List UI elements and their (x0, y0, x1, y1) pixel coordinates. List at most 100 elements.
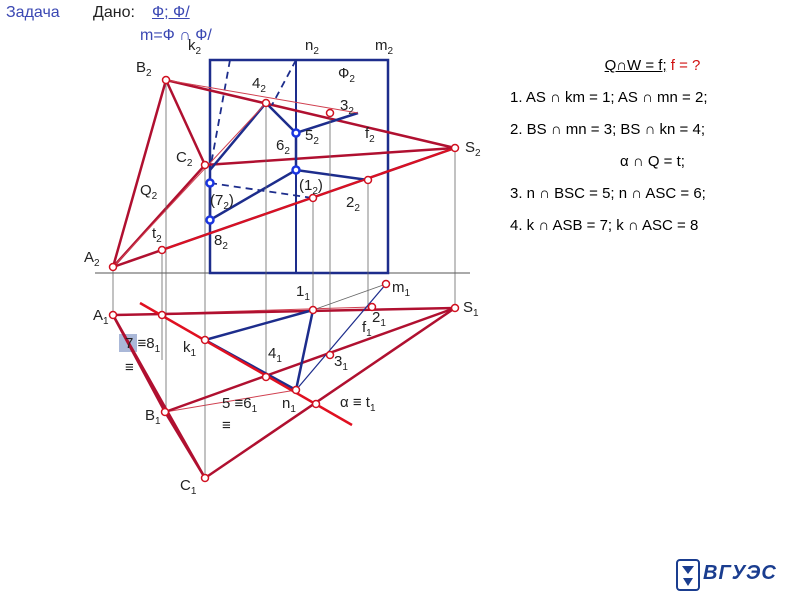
label-k1: k1 (183, 339, 197, 359)
label-A2: A2 (84, 249, 100, 269)
point-8-2 (205, 215, 215, 225)
point-5-2 (291, 128, 301, 138)
label-C2: C2 (176, 149, 193, 169)
edge-B2C2 (164, 79, 207, 166)
label-m2: m2 (375, 37, 394, 57)
point-m1 (381, 279, 391, 289)
label-Q2: Q2 (140, 182, 158, 202)
point-2-2 (363, 175, 373, 185)
point-3-1 (325, 350, 335, 360)
label-phi2: Ф2 (338, 65, 355, 85)
edge-A2B2S2 (111, 78, 460, 269)
point-A2 (108, 262, 118, 272)
step-2: 2. BS ∩ mn = 3; BS ∩ kn = 4; (510, 121, 705, 138)
point-alpha1 (311, 399, 321, 409)
label-alpha1: α ≡ t1 (340, 394, 376, 414)
task-title: Задача (6, 4, 60, 21)
label-k2: k2 (188, 37, 202, 57)
edge-A1C1 (111, 314, 207, 479)
step-4: 4. k ∩ ASB = 7; k ∩ ASC = 8 (510, 217, 699, 234)
step-alpha: α ∩ Q = t; (620, 153, 685, 170)
f2-line (161, 147, 456, 251)
points-red (108, 75, 460, 483)
label-equiv-a: ≡ (125, 359, 134, 376)
point-B1 (160, 407, 170, 417)
step-1: 1. AS ∩ km = 1; AS ∩ mn = 2; (510, 89, 708, 106)
link-m1 (312, 283, 387, 311)
label-1-2: (12) (299, 177, 323, 197)
label-B2: B2 (136, 59, 152, 79)
label-7-2: (72) (210, 192, 234, 212)
edge-B1S1 (164, 306, 456, 414)
label-m1: m1 (392, 279, 411, 299)
label-B1: B1 (145, 407, 161, 427)
edge-C1S1 (204, 306, 456, 480)
point-C1 (200, 473, 210, 483)
point-4-2 (261, 98, 271, 108)
step-3: 3. n ∩ BSC = 5; n ∩ ASC = 6; (510, 185, 706, 202)
given-intersection: m=Ф ∩ Ф/ (140, 27, 212, 44)
given-label: Дано: (93, 4, 135, 21)
label-A1: A1 (93, 307, 109, 327)
label-equiv-b: ≡ (222, 417, 231, 434)
thin-b (165, 79, 359, 114)
label-5-6-1: 5 ≡61 (222, 395, 258, 415)
label-5-2: 52 (305, 127, 319, 147)
point-A1 (108, 310, 118, 320)
label-8-2: 82 (214, 232, 228, 252)
m1-line (295, 283, 387, 391)
point-6-2 (291, 165, 301, 175)
hidden-2 (209, 59, 231, 171)
point-3-2 (325, 108, 335, 118)
point-7-2 (205, 178, 215, 188)
point-t2 (157, 245, 167, 255)
goal-right: f = ? (670, 57, 701, 74)
pyramid-frontal (111, 78, 460, 269)
label-2-1: 21 (372, 309, 386, 329)
point-2-1 (367, 302, 377, 312)
link-lines (112, 80, 456, 478)
label-t2: t2 (152, 225, 162, 245)
label-C1: C1 (180, 477, 197, 497)
point-n1 (291, 385, 301, 395)
point-1-2 (308, 193, 318, 203)
section-horizontal (204, 308, 315, 392)
label-S2: S2 (465, 139, 481, 159)
hidden-lines (209, 59, 314, 199)
label-2-2: 22 (346, 194, 360, 214)
label-n1: n1 (282, 395, 296, 415)
construction-lines (112, 79, 456, 413)
point-S2 (450, 143, 460, 153)
university-logo: ВГУЭС (675, 558, 790, 592)
label-6-2: 62 (276, 137, 290, 157)
hidden-3 (271, 59, 297, 106)
thin-h2 (164, 389, 297, 413)
given-value: Ф; Ф/ (152, 4, 190, 21)
section-upper (209, 101, 359, 171)
goal-line: Q∩W = f; f = ? (510, 50, 795, 82)
edge-A1S1 (112, 306, 456, 317)
point-1-1 (308, 305, 318, 315)
label-4-2: 42 (252, 75, 266, 95)
label-7-8-1: 7 ≡81 (125, 335, 161, 355)
point-C2 (200, 160, 210, 170)
label-1-1: 11 (296, 283, 310, 303)
point-7-1 (157, 310, 167, 320)
point-4-1 (261, 372, 271, 382)
label-3-1: 31 (334, 353, 348, 373)
pyramid-horizontal (111, 306, 456, 480)
point-k1 (200, 335, 210, 345)
label-f1: f1 (362, 319, 372, 339)
hidden-1 (209, 182, 314, 199)
label-S1: S1 (463, 299, 479, 319)
thin-a (112, 102, 267, 268)
label-4-1: 41 (268, 345, 282, 365)
label-n2: n2 (305, 37, 319, 57)
point-S1 (450, 303, 460, 313)
point-B2 (161, 75, 171, 85)
diagram-labels: k2 n2 m2 Ф2 B2 42 32 52 62 f2 C2 Q2 (72)… (84, 37, 481, 497)
solution-steps: Q∩W = f; f = ? 1. AS ∩ km = 1; AS ∩ mn =… (510, 50, 795, 242)
goal-left: Q∩W = f; (604, 57, 667, 74)
